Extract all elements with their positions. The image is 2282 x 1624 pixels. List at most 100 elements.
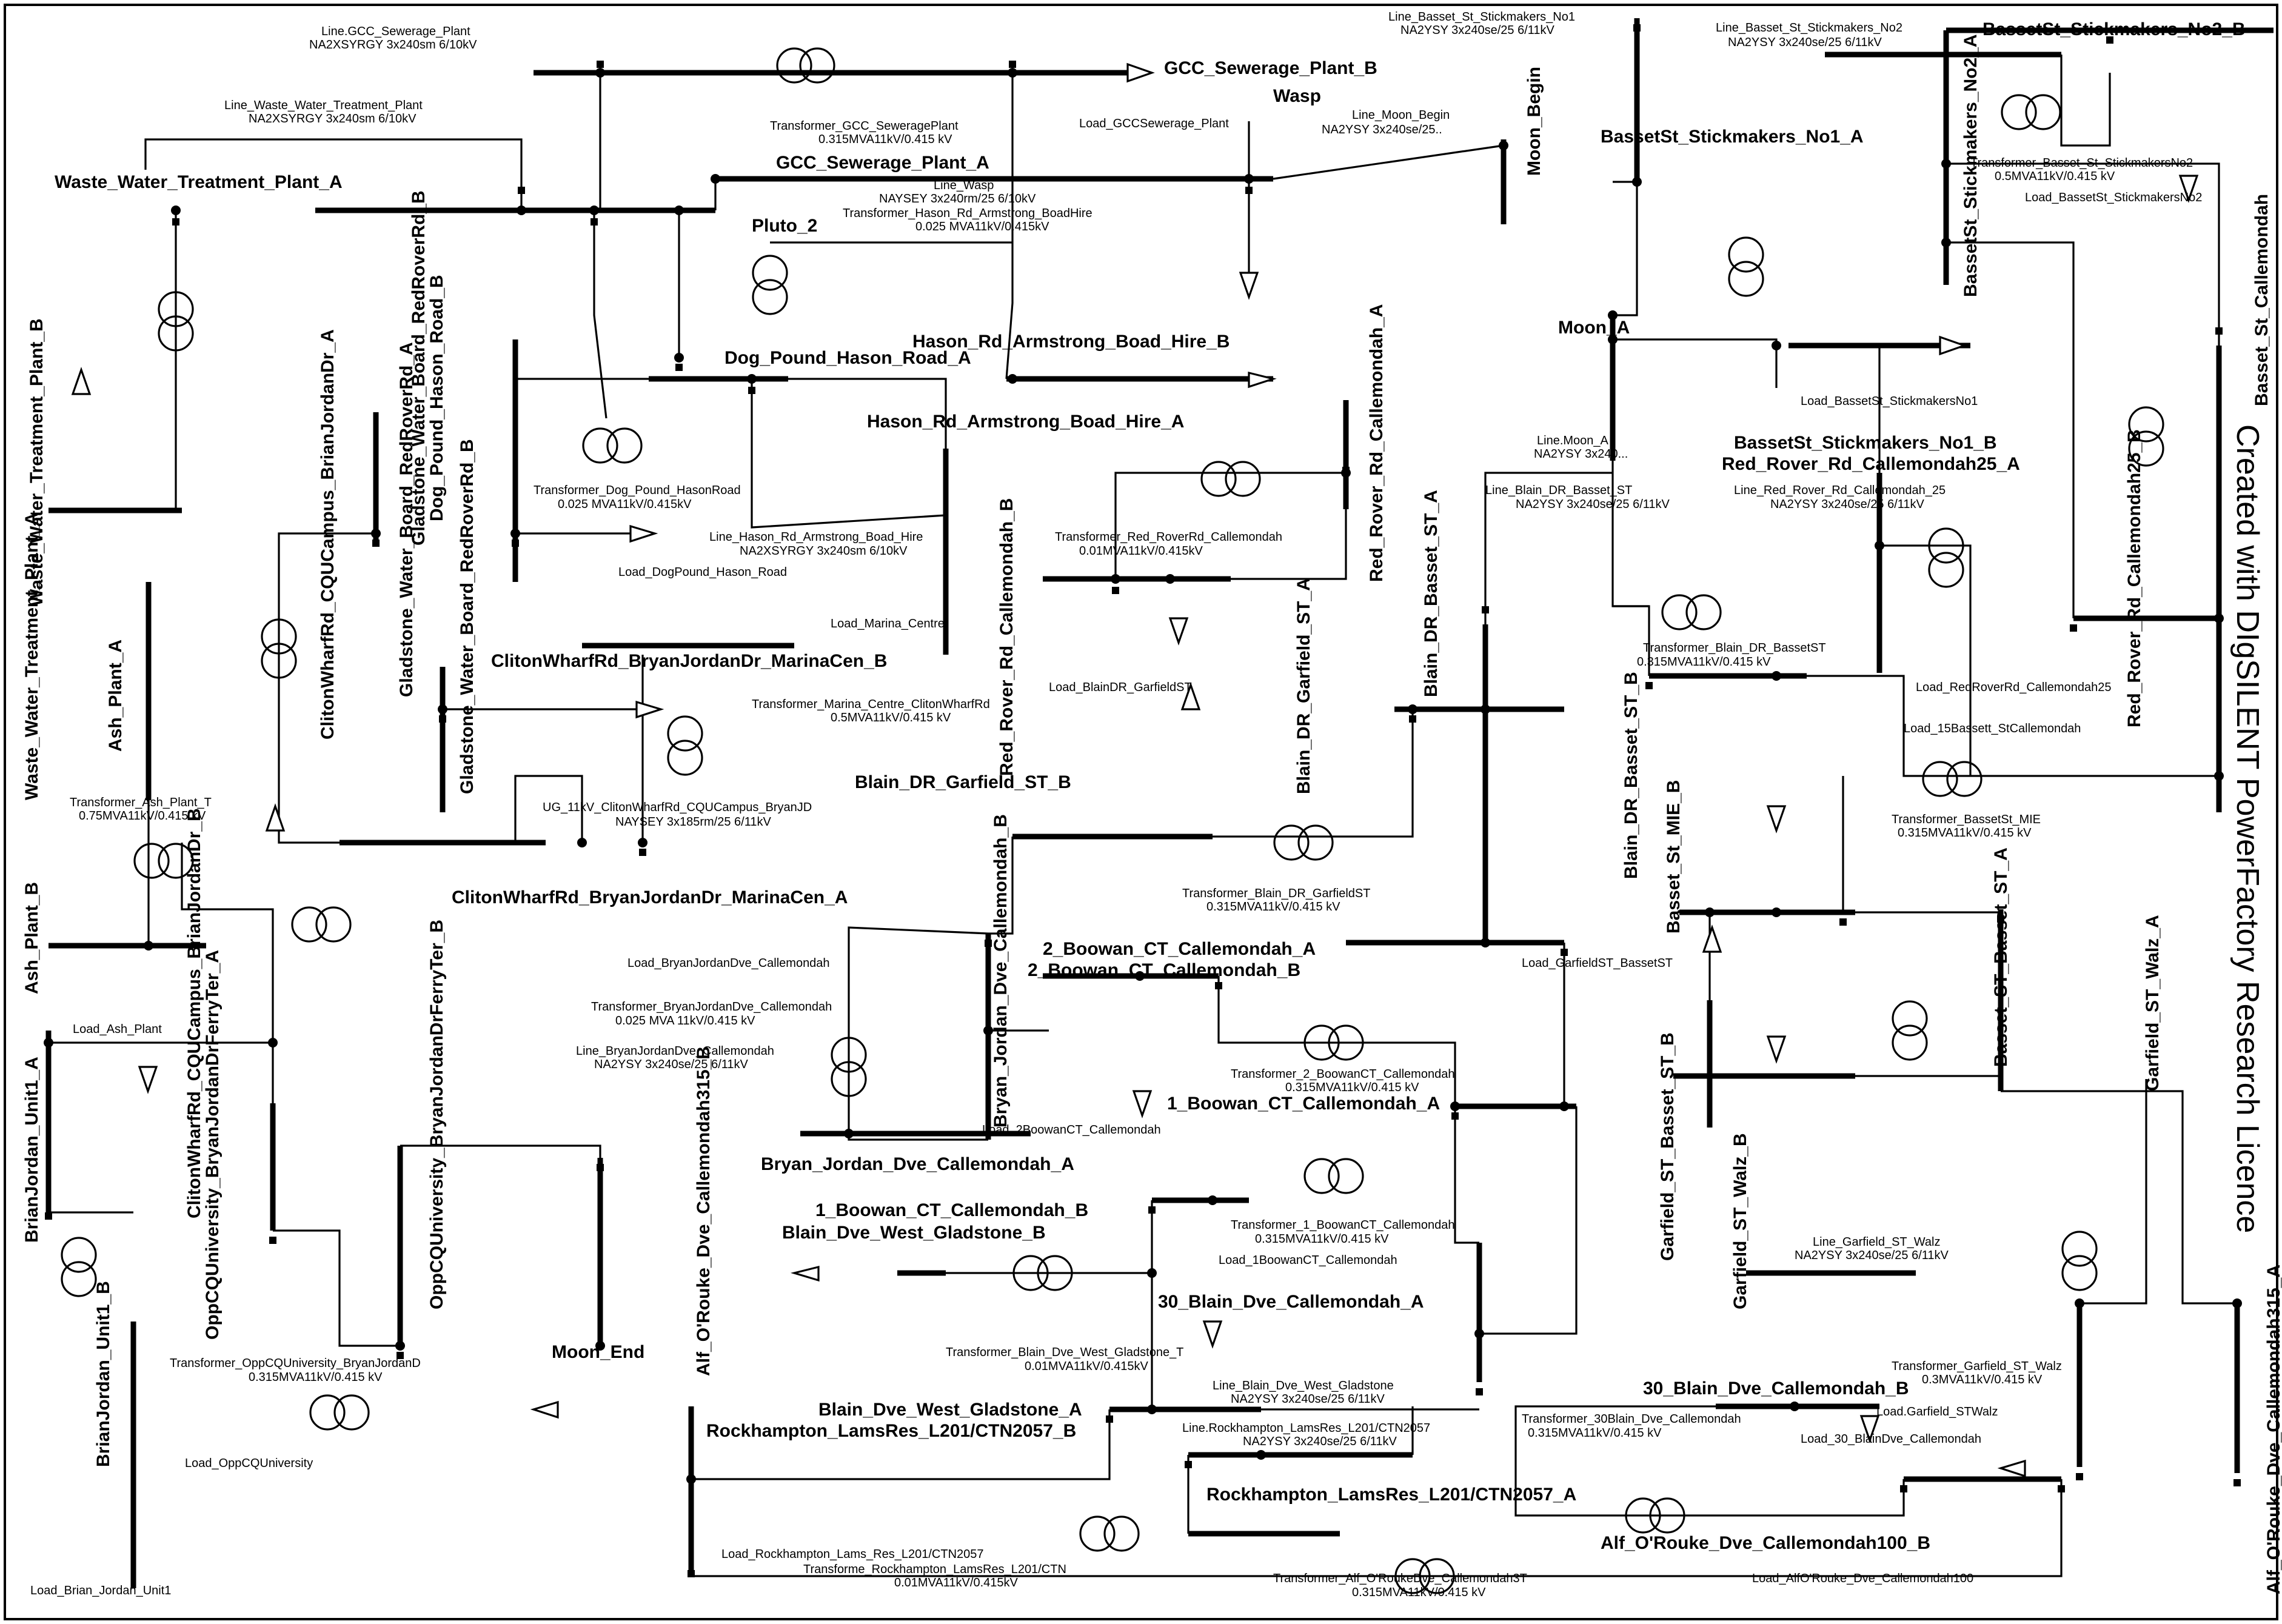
- load-brian-jordan-label: Load_Brian_Jordan_Unit1: [30, 1584, 171, 1597]
- transformer-ash-icon[interactable]: [133, 843, 194, 879]
- label-blain-garfield-b: Blain_DR_Garfield_ST_B: [855, 772, 1071, 792]
- label-red-rover-b: Red_Rover_Rd_Callemondah_B: [997, 498, 1017, 776]
- load-gcc-sewerage-plant-b-icon[interactable]: [1126, 62, 1155, 83]
- label-blain-dve-west-b: Blain_Dve_West_Gladstone_B: [782, 1223, 1046, 1243]
- transformer-gladstone-icon[interactable]: [261, 618, 297, 679]
- line-wasp-type: NAYSEY 3x240rm/25 6/10kV: [879, 192, 1036, 206]
- xfmr-hason-rating: 0.025 MVA11kV/0.415kV: [915, 220, 1049, 233]
- load-garfield-walz-icon[interactable]: [1859, 1415, 1880, 1443]
- equipment-labels: Line.GCC_Sewerage_Plant NA2XSYRGY 3x240s…: [30, 10, 2202, 1599]
- label-hason-b: Hason_Rd_Armstrong_Boad_Hire_B: [912, 332, 1230, 352]
- xfmr-ash-name: Transformer_Ash_Plant_T: [70, 796, 212, 809]
- load-basset-mie-icon[interactable]: [1766, 1035, 1787, 1064]
- transformer-bryanjordan-icon[interactable]: [831, 1037, 867, 1097]
- diagram-frame: [4, 4, 2278, 1620]
- load-alf-100-label: Load_AlfO'Rouke_Dve_Callemondah100: [1752, 1572, 1973, 1585]
- transformer-marina-icon[interactable]: [667, 715, 703, 776]
- transformer-opp-cqu-icon[interactable]: [309, 1394, 370, 1431]
- transformer-basset-15-icon[interactable]: [2128, 406, 2164, 467]
- load-garfield-basset-label: Load_GarfieldST_BassetST: [1522, 957, 1673, 970]
- xfmr-basset-no2-rating: 0.5MVA11kV/0.415 kV: [1995, 170, 2115, 183]
- xfmr-1-boowan-name: Transformer_1_BoowanCT_Callemondah: [1231, 1218, 1454, 1232]
- line-waste-water-type: NA2XSYRGY 3x240sm 6/10kV: [249, 112, 417, 125]
- transformer-garfield-walz-icon[interactable]: [2061, 1231, 2098, 1291]
- load-basset-no2-icon[interactable]: [2178, 175, 2199, 203]
- label-clitonwharf-a: ClitonWharfRd_BryanJordanDr_MarinaCen_A: [452, 887, 848, 907]
- transformer-2-boowan-icon[interactable]: [1303, 1024, 1364, 1061]
- label-2-boowan-b: 2_Boowan_CT_Callemondah_B: [1028, 960, 1300, 980]
- xfmr-bryanjordan-rating: 0.025 MVA 11kV/0.415 kV: [615, 1014, 755, 1028]
- line-basset-no1-name: Line_Basset_St_Stickmakers_No1: [1388, 10, 1575, 24]
- load-cqucampus-icon[interactable]: [265, 803, 286, 832]
- xfmr-blain-west-name: Transformer_Blain_Dve_West_Gladstone_T: [946, 1346, 1183, 1359]
- load-basset-no1-icon[interactable]: [1939, 335, 1967, 356]
- xfmr-2-boowan-name: Transformer_2_BoowanCT_Callemondah: [1231, 1068, 1454, 1081]
- transformer-pluto-icon[interactable]: [752, 255, 788, 315]
- transformer-moon-icon[interactable]: [1728, 236, 1764, 297]
- transformer-cqucampus-icon[interactable]: [291, 906, 352, 943]
- load-blaindr-basset-icon[interactable]: [1766, 805, 1787, 834]
- xfmr-alf-315-rating: 0.315MVA11kV/0.415 kV: [1352, 1586, 1486, 1599]
- load-wasp-icon[interactable]: [1239, 272, 1259, 300]
- transformer-alf-315-icon[interactable]: [1394, 1558, 1455, 1594]
- label-30-blain-a: 30_Blain_Dve_Callemondah_A: [1158, 1292, 1424, 1312]
- transformer-30-blain-icon[interactable]: [1625, 1497, 1685, 1534]
- transformer-1-boowan-icon[interactable]: [1303, 1158, 1364, 1194]
- label-ash-plant-a: Ash_Plant_A: [105, 640, 125, 752]
- label-garfield-walz-b: Garfield_ST_Walz_B: [1730, 1133, 1750, 1309]
- transformer-dog-pound-icon[interactable]: [582, 427, 643, 464]
- label-blain-dve-west-a: Blain_Dve_West_Gladstone_A: [818, 1400, 1082, 1420]
- label-bassetst-no1-a: BassetSt_Stickmakers_No1_A: [1601, 127, 1864, 147]
- load-gcc-label: Load_GCCSewerage_Plant: [1079, 117, 1229, 130]
- transformer-waste-water-icon[interactable]: [158, 291, 194, 352]
- xfmr-30-blain-rating: 0.315MVA11kV/0.415 kV: [1528, 1426, 1662, 1440]
- transformer-red-rover-icon[interactable]: [1200, 461, 1261, 497]
- load-dogpound-icon[interactable]: [629, 524, 658, 543]
- xfmr-blain-garfield-rating: 0.315MVA11kV/0.415 kV: [1206, 900, 1340, 914]
- load-waste-water-icon[interactable]: [71, 367, 92, 395]
- load-1-boowan-label: Load_1BoowanCT_Callemondah: [1219, 1254, 1397, 1267]
- load-moon-end-icon[interactable]: [530, 1400, 559, 1419]
- xfmr-gcc-name: Transformer_GCC_SeweragePlant: [770, 119, 959, 133]
- load-hason-icon[interactable]: [1248, 371, 1277, 389]
- line-waste-water-name: Line_Waste_Water_Treatment_Plant: [224, 99, 423, 112]
- load-alf-100-icon[interactable]: [1997, 1459, 2026, 1478]
- load-ash-label: Load_Ash_Plant: [73, 1023, 162, 1036]
- load-red-rover-icon[interactable]: [1168, 617, 1189, 646]
- line-rockhampton-name: Line.Rockhampton_LamsRes_L201/CTN2057: [1182, 1422, 1430, 1435]
- load-blaindr-garfield-icon[interactable]: [1180, 682, 1201, 710]
- load-blain-west-t-icon[interactable]: [1202, 1320, 1223, 1349]
- line-basset-no2-name: Line_Basset_St_Stickmakers_No2: [1716, 21, 1902, 35]
- label-red-rover-25-a: Red_Rover_Rd_Callemondah25_A: [1722, 454, 2020, 474]
- transformer-blain-west-icon[interactable]: [1012, 1255, 1073, 1291]
- load-blaindr-garfield-label: Load_BlainDR_GarfieldST: [1049, 681, 1192, 694]
- transformer-basset-mie-icon[interactable]: [1922, 761, 1983, 797]
- label-dog-pound-b: Dog_Pound_Hason_Road_B: [427, 275, 447, 521]
- label-basset-st-callemondah: Basset_St_Callemondah: [2252, 194, 2272, 406]
- load-ash-icon[interactable]: [138, 1066, 158, 1094]
- transformer-garfield-basset-icon[interactable]: [1892, 1000, 1928, 1061]
- line-rockhampton-type: NA2YSY 3x240se/25 6/11kV: [1243, 1435, 1397, 1448]
- transformer-blain-garfield-icon[interactable]: [1273, 824, 1334, 861]
- xfmr-marina-name: Transformer_Marina_Centre_ClitonWharfRd: [752, 698, 990, 711]
- transformer-brianjordan-unit1-icon[interactable]: [61, 1237, 97, 1297]
- transformer-blain-basset-icon[interactable]: [1661, 594, 1722, 630]
- transformer-red-rover-25-icon[interactable]: [1928, 527, 1964, 588]
- line-hason-name: Line_Hason_Rd_Armstrong_Boad_Hire: [709, 530, 923, 544]
- load-2-boowan-icon[interactable]: [1132, 1090, 1153, 1118]
- label-waste-water-b: Waste_Water_Treatment_Plant_B: [27, 318, 47, 606]
- load-marina-icon[interactable]: [635, 700, 664, 719]
- label-gladstone-b-vert: Gladstone_Water_Board_RedRoverRd_B: [457, 439, 477, 794]
- transformer-basset-no2-icon[interactable]: [2001, 94, 2061, 130]
- load-basset-no2-label: Load_BassetSt_StickmakersNo2: [2025, 191, 2202, 204]
- line-bryanjordan-name: Line_BryanJordanDve_Callemondah: [576, 1044, 774, 1058]
- load-marina-label: Load_Marina_Centre: [831, 617, 945, 630]
- line-moon-a-name: Line.Moon_A: [1537, 434, 1609, 447]
- label-gcc-sewerage-plant-b: GCC_Sewerage_Plant_B: [1164, 58, 1377, 78]
- label-opp-ferry-b: OppCQUniversity_BryanJordanDrFerryTer_B: [427, 920, 447, 1309]
- load-basset-simie-icon[interactable]: [1702, 924, 1722, 953]
- label-cqucampus-a: ClitonWharfRd_CQUCampus_BrianJordanDr_A: [318, 329, 338, 740]
- load-blain-west-icon[interactable]: [790, 1265, 820, 1282]
- transformer-rockhampton-icon[interactable]: [1079, 1515, 1140, 1552]
- transformer-gcc-icon[interactable]: [776, 47, 835, 84]
